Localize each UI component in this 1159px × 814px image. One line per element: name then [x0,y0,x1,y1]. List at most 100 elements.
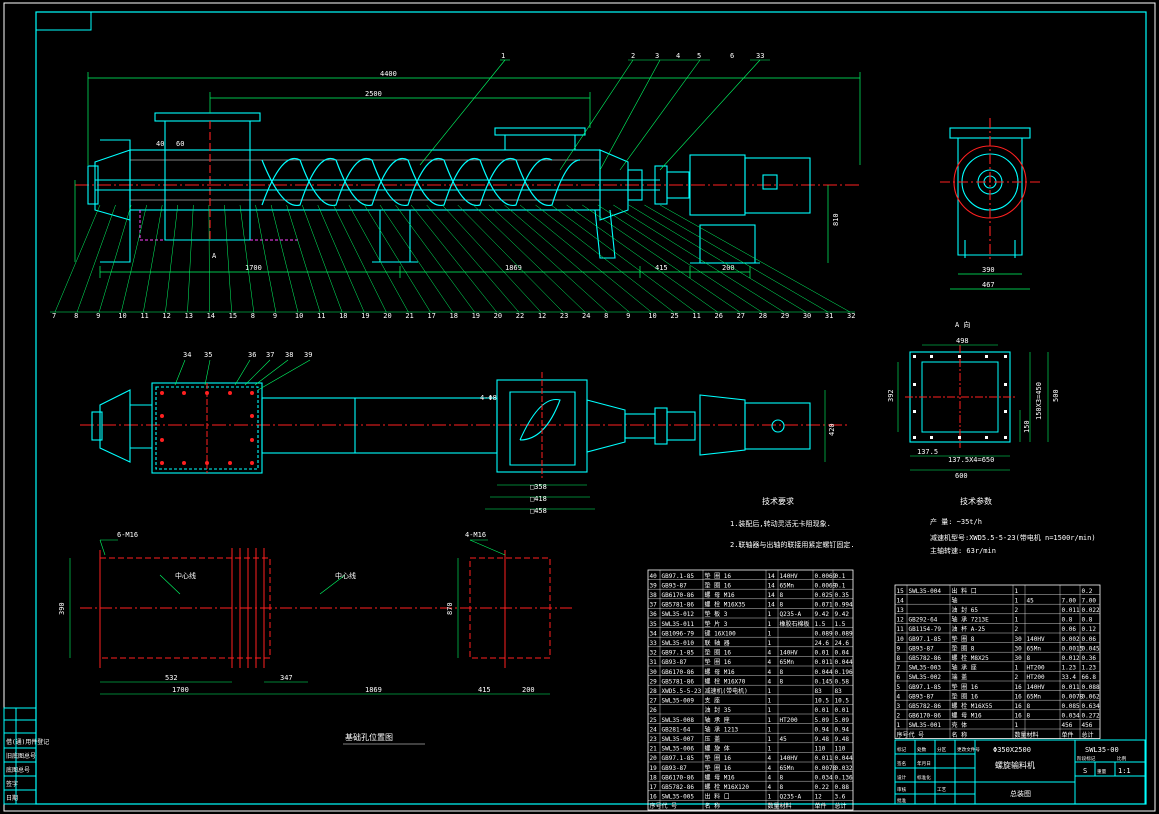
table-cell: SWL35-003 [909,665,942,672]
main-dimensions [74,72,861,278]
margin-label-3: 底图总号 [6,766,30,774]
table-cell: 4 [768,659,772,666]
dim-view-a-top: 498 [956,337,969,345]
table-cell: 4 [768,774,772,781]
title-label: 标记 [897,746,907,753]
left-margin-block [3,707,37,805]
table-cell: 45 [1027,597,1035,604]
callout-bottom-18: 18 [450,312,458,320]
table-cell: GB292-64 [909,617,938,624]
callout-leader [535,204,674,313]
table-cell: 5.09 [835,717,850,724]
table-cell: 24 [650,726,658,733]
table-cell: 40 [650,573,658,580]
callout-leader [76,204,116,313]
table-cell: GB1154-79 [909,626,942,633]
table-row: 序号代 号名 称数量材料单件总计 [897,731,1094,739]
table-cell: 0.0069 [815,582,837,589]
callout-leader [121,204,147,313]
table-cell: 0.0015 [1062,645,1084,652]
tech-param-heading: 技术参数 [960,496,992,506]
table-cell: 65Mn [1027,645,1042,652]
table-cell: 垫 圈 8 [952,635,975,643]
table-cell: 8 [780,592,784,599]
table-cell: 29 [650,678,658,685]
tech-req-heading: 技术要求 [762,496,794,506]
callout-bottom-18: 18 [339,312,347,320]
table-cell: 轴 承 1213 [705,725,739,733]
table-cell: 1 [768,688,772,695]
table-cell: 0.062 [1082,693,1100,700]
table-cell: 4 [897,693,901,700]
callout-leader [255,204,277,313]
fdn-center-right: 中心线 [335,571,356,580]
table-cell: 螺 栓 M16X35 [705,601,746,609]
table-cell: 14 [768,582,776,589]
title-label: 工艺 [937,787,947,793]
dim-view-a-450: 150X3=450 [1035,382,1043,420]
table-cell: 1.23 [1062,665,1077,672]
table-cell: 0.272 [1082,713,1100,720]
callout-leader [239,204,254,313]
table-cell: 83 [835,688,843,695]
table-cell: 0.196 [835,669,853,676]
table-cell: SWL35-007 [662,736,695,743]
table-cell: 代 号 [662,802,678,810]
table-cell: 垫 圈 16 [952,683,979,691]
title-label: 更改文件号 [957,746,980,753]
table-cell: 4 [768,669,772,676]
table-cell: 30 [650,669,658,676]
table-cell: 0.089 [815,630,833,637]
fdn-holes-left: 6-M16 [117,531,138,539]
table-cell: GB5782-86 [909,655,942,662]
table-cell: 66.8 [1082,674,1097,681]
table-cell: GB93-87 [909,693,935,700]
callout-bottom-10: 10 [295,312,303,320]
table-cell: 1 [768,746,772,753]
table-cell: 4 [768,678,772,685]
dim-motor-base: 200 [722,264,735,272]
table-cell: 0.032 [835,765,853,772]
table-cell: 螺 栓 M16X70 [705,677,746,685]
table-cell: 总计 [1082,731,1094,739]
callout-bottom-19: 19 [361,312,369,320]
title-block-labels: 标记处数分区更改文件号签名年月日设计标准化审核工艺批准阶段标记重量比例 [897,746,1127,804]
table-cell: 0.06 [1082,636,1097,643]
callout-bottom-12: 12 [162,312,170,320]
dim-side-467: 467 [982,281,995,289]
table-cell: 4 [768,765,772,772]
table-cell: 110 [815,746,826,753]
margin-label-5: 日期 [6,794,18,802]
table-cell: 名 称 [952,731,968,739]
table-cell: Q235-A [780,794,802,801]
table-cell: Q235-A [780,611,802,618]
table-cell: 减速机(带电机) [705,687,748,695]
title-label: 比例 [1117,755,1127,762]
table-cell: 轴 承 座 [952,664,977,672]
table-cell: 螺 栓 M8X25 [952,654,990,662]
callout-leader [473,204,586,313]
table-cell: 1 [768,698,772,705]
callout-leader [224,204,232,313]
main-elevation-view [75,112,860,264]
callout-leader [98,204,132,313]
table-cell: 23 [650,736,658,743]
table-cell: 0.011 [1062,684,1080,691]
table-cell: 0.58 [835,678,850,685]
screw-flights [261,157,581,207]
side-view [940,118,1040,262]
dim-left-base: 1700 [245,264,262,272]
table-cell: GB5782-86 [909,703,942,710]
callout-bottom-8: 8 [251,312,255,320]
dim-view-a-650: 137.5X4=650 [948,456,994,464]
table-cell: 65Mn [1027,693,1042,700]
table-cell: 16 [650,794,658,801]
